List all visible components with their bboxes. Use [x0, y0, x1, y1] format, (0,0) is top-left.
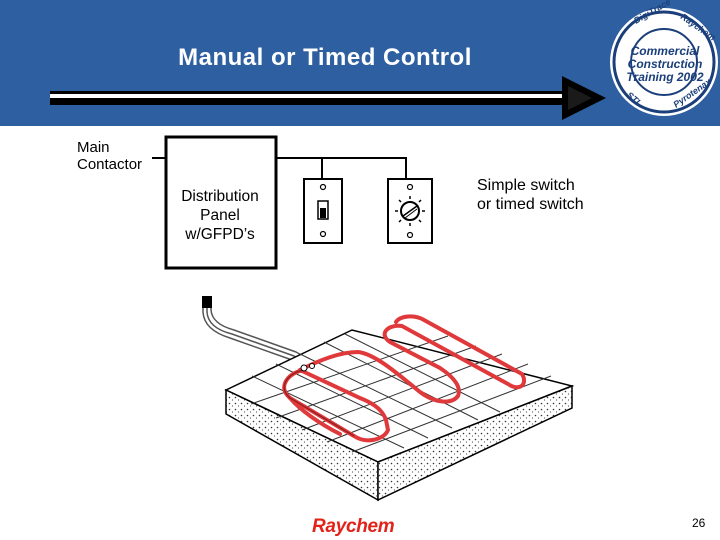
- slide-title: Manual or Timed Control: [178, 44, 472, 71]
- switch-label-line-2: or timed switch: [477, 196, 584, 213]
- title-arrow: [50, 76, 606, 120]
- page-number: 26: [692, 516, 706, 530]
- cable-connection: [300, 364, 308, 372]
- slab-grid: [250, 333, 552, 453]
- badge-line-1: Commercial: [630, 44, 700, 58]
- badge-line-2: Construction: [627, 57, 703, 71]
- main-contactor-label-line-2: Contactor: [77, 156, 143, 173]
- main-contactor-label: Main Contactor: [77, 139, 142, 173]
- panel-label-line-1: Distribution: [181, 188, 259, 205]
- heating-cable-outline: [283, 369, 355, 437]
- distribution-panel-label: Distribution Panel w/GFPD’s: [168, 187, 272, 244]
- simple-switch-icon: [303, 178, 343, 244]
- distribution-panel-box: [164, 135, 278, 270]
- main-contactor-label-line-1: Main: [77, 139, 110, 156]
- raychem-logo: Raychem: [312, 516, 395, 537]
- switch-label: Simple switch or timed switch: [477, 176, 584, 214]
- badge-line-3: Training 2002: [626, 70, 704, 84]
- timer-switch-icon: [387, 178, 433, 244]
- panel-label-line-2: Panel: [200, 207, 240, 224]
- conduit-entry: [202, 296, 212, 308]
- panel-label-line-3: w/GFPD’s: [185, 226, 255, 243]
- switch-label-line-1: Simple switch: [477, 177, 575, 194]
